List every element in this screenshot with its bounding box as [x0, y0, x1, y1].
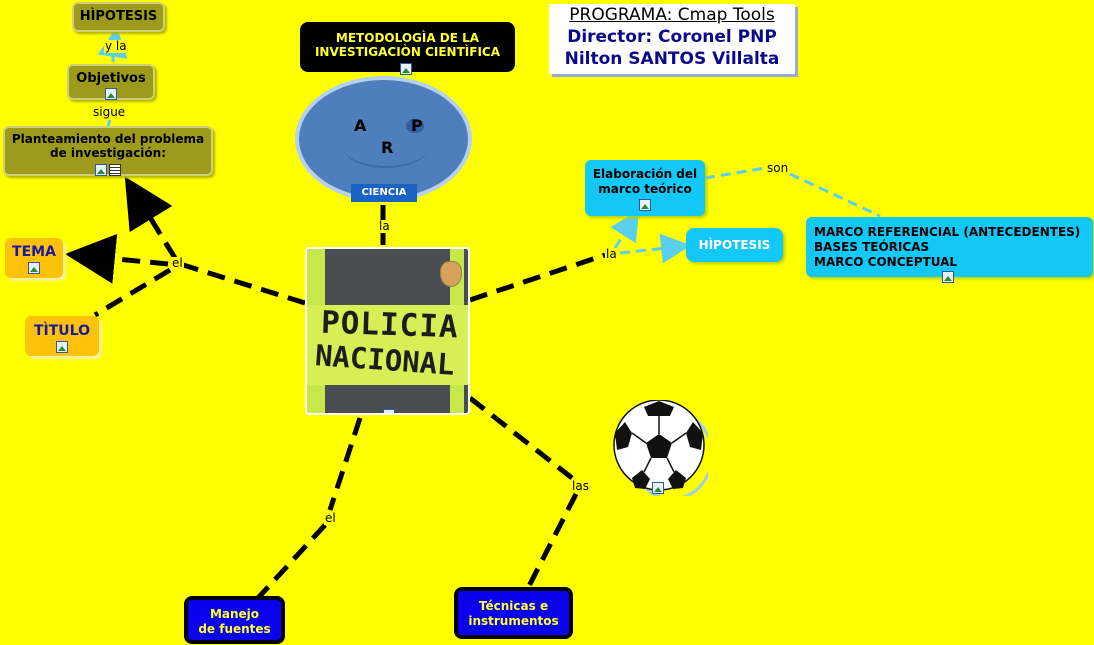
link-la-hipotesis	[619, 233, 691, 264]
link-yla-hipotesis	[97, 27, 128, 59]
image-icon[interactable]	[400, 63, 412, 75]
node-hipotesis-top-label: HÌPOTESIS	[79, 9, 158, 24]
link-la-elaboracion	[610, 209, 640, 249]
image-icon[interactable]	[105, 87, 117, 100]
image-icon[interactable]	[639, 198, 651, 211]
link-el-manejo	[256, 523, 327, 600]
link-el-tema	[65, 233, 169, 284]
soccer-ball-image[interactable]	[612, 399, 714, 501]
node-elaboracion-line1: Elaboración del	[592, 167, 698, 181]
badge-icon	[440, 261, 462, 287]
node-objetivos[interactable]: Objetivos	[67, 64, 155, 100]
node-hipotesis-top[interactable]: HÌPOTESIS	[72, 2, 165, 32]
oval-ciencia-label: CIENCIA	[351, 184, 417, 202]
node-marco[interactable]: MARCO REFERENCIAL (ANTECEDENTES) BASES T…	[806, 217, 1093, 283]
vest-panel	[307, 305, 468, 385]
link-label-la-top: la	[378, 219, 391, 233]
image-icon[interactable]	[95, 163, 107, 176]
link-center-el	[179, 261, 306, 306]
program-director: Director: Coronel PNP	[567, 27, 777, 47]
node-metodologia[interactable]: METODOLOGÌA DE LA INVESTIGACIÒN CIENTÌFI…	[300, 22, 515, 75]
link-label-las: las	[571, 479, 590, 493]
node-objetivos-label: Objetivos	[76, 71, 146, 86]
node-manejo-line2: de fuentes	[198, 622, 271, 636]
node-manejo-fuentes[interactable]: Manejo de fuentes	[184, 596, 285, 644]
node-marco-line1: MARCO REFERENCIAL (ANTECEDENTES)	[814, 225, 1081, 239]
link-label-y-la: y la	[104, 39, 128, 53]
node-tema[interactable]: TEMA	[5, 238, 63, 278]
node-marco-line3: MARCO CONCEPTUAL	[814, 255, 957, 269]
image-icon[interactable]	[652, 482, 664, 494]
link-planteamiento-sigue	[106, 119, 112, 127]
program-info-box: PROGRAMA: Cmap Tools Director: Coronel P…	[549, 4, 795, 74]
node-marco-line2: BASES TEÓRICAS	[814, 240, 930, 254]
node-tecnicas-line2: instrumentos	[468, 614, 559, 628]
link-label-son: son	[766, 161, 790, 175]
image-icon[interactable]	[56, 341, 68, 353]
link-el-planteamiento	[124, 176, 178, 260]
link-label-el-left: el	[171, 256, 184, 270]
link-label-la-right: la	[605, 247, 618, 261]
link-center-las	[468, 396, 574, 480]
node-elaboracion[interactable]: Elaboración del marco teórico	[585, 160, 705, 216]
image-icon[interactable]	[942, 271, 954, 283]
film-icon[interactable]	[109, 163, 121, 176]
node-planteamiento[interactable]: Planteamiento del problema de investigac…	[3, 126, 213, 176]
oval-smile	[343, 126, 429, 168]
program-name: Nilton SANTOS Villalta	[564, 49, 780, 69]
node-hipotesis-right[interactable]: HÌPOTESIS	[686, 228, 783, 262]
link-center-la-right	[469, 252, 606, 303]
center-police-image[interactable]: POLICIA NACIONAL	[305, 247, 470, 415]
link-elaboracion-son	[704, 166, 766, 180]
node-elaboracion-line2: marco teórico	[598, 182, 692, 196]
link-label-el-bottom: el	[324, 511, 337, 525]
program-title: PROGRAMA: Cmap Tools	[569, 5, 775, 25]
node-tecnicas-line1: Técnicas e	[478, 599, 549, 613]
node-planteamiento-label: Planteamiento del problema de investigac…	[11, 132, 205, 160]
image-icon[interactable]	[28, 262, 40, 274]
link-center-el-bottom	[327, 417, 363, 511]
node-tecnicas-instrumentos[interactable]: Técnicas e instrumentos	[454, 587, 573, 639]
node-tema-label: TEMA	[12, 244, 56, 260]
ciencia-oval[interactable]: A P R CIENCIA	[295, 76, 472, 202]
link-son-marco	[789, 172, 881, 218]
node-metodologia-line1: METODOLOGÌA DE LA	[335, 31, 480, 45]
link-label-sigue: sigue	[92, 105, 127, 119]
image-icon[interactable]	[383, 409, 395, 413]
node-titulo-label: TÌTULO	[34, 323, 90, 339]
link-las-tecnicas	[524, 492, 579, 592]
node-manejo-line1: Manejo	[209, 607, 260, 621]
node-titulo[interactable]: TÌTULO	[25, 316, 99, 356]
node-hipotesis-right-label: HÌPOTESIS	[698, 238, 771, 252]
node-metodologia-line2: INVESTIGACIÒN CIENTÌFICA	[314, 45, 501, 59]
link-el-titulo	[93, 267, 172, 318]
